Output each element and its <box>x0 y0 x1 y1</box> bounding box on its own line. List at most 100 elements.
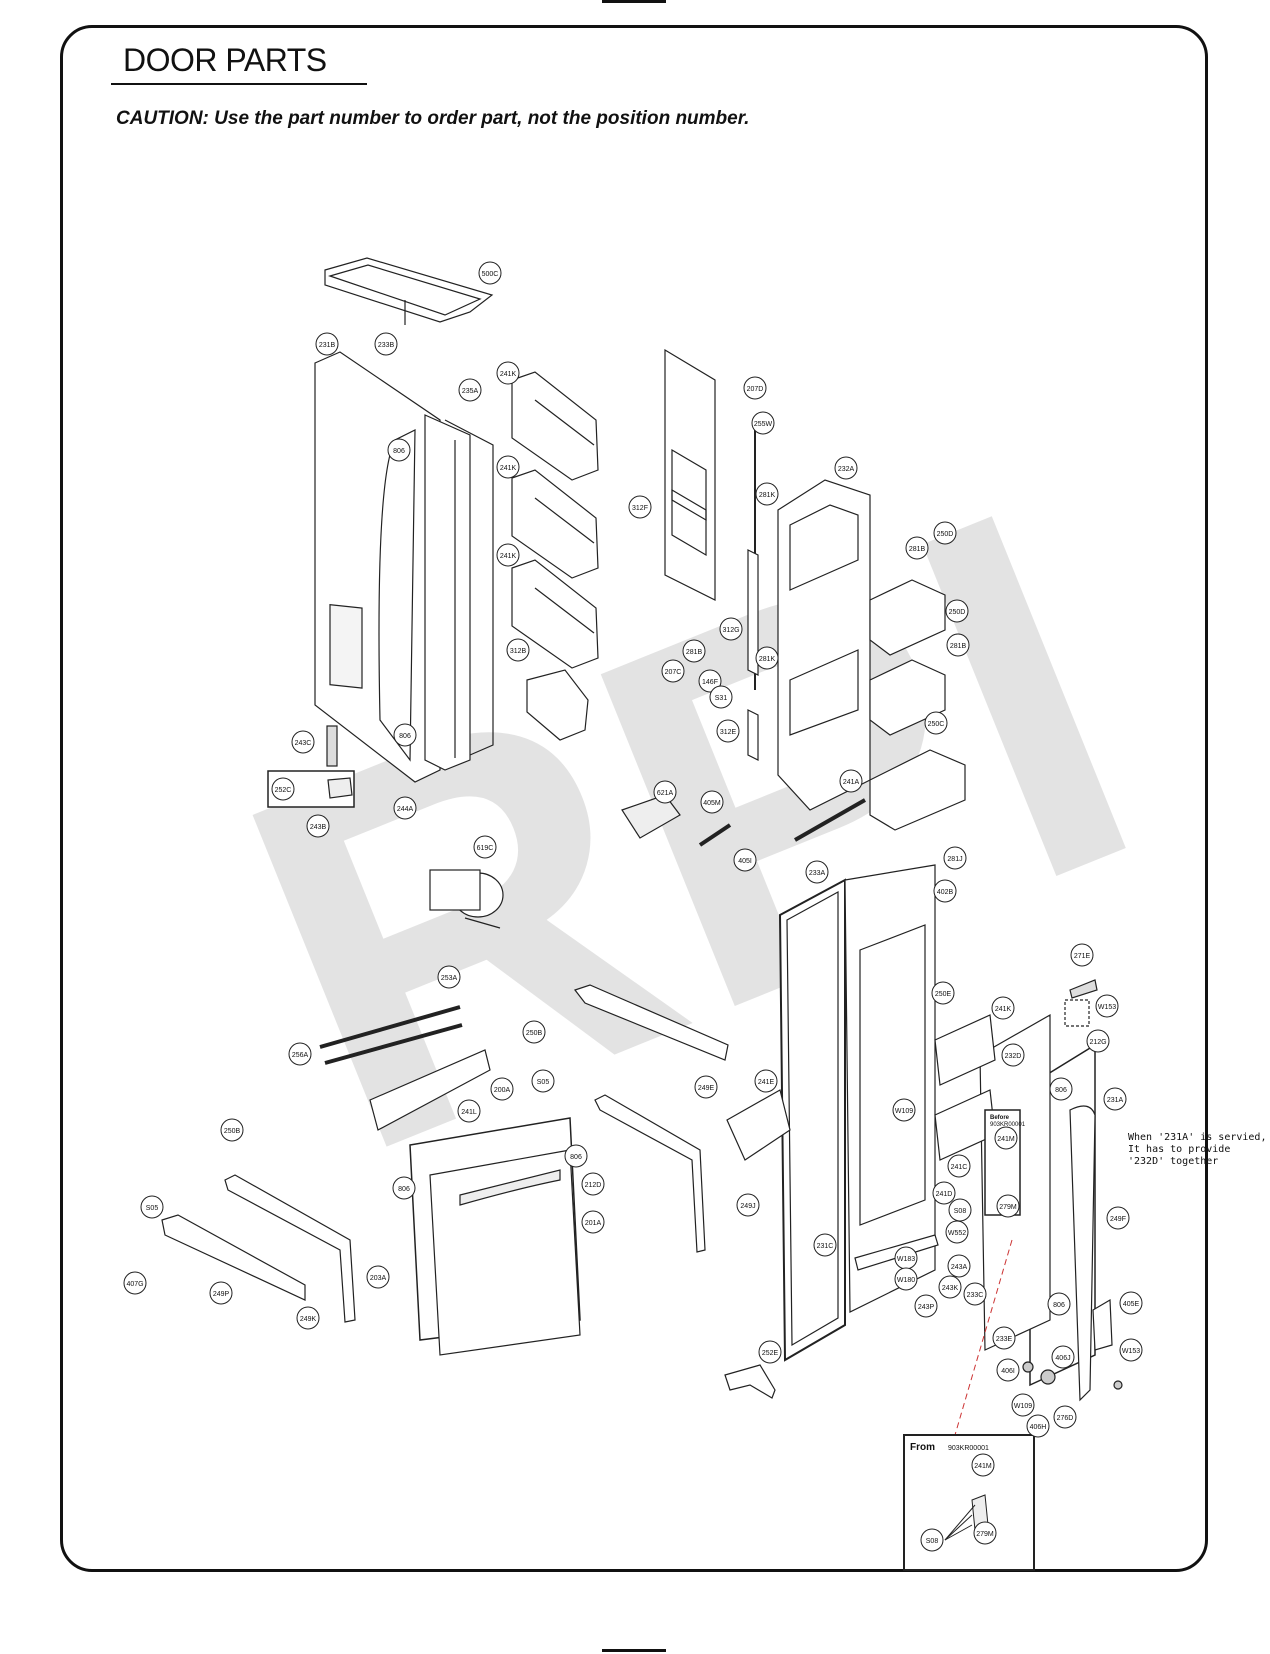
svg-text:243B: 243B <box>310 824 327 831</box>
part-243C <box>326 725 338 767</box>
svg-text:312E: 312E <box>720 729 737 736</box>
callout: 276D <box>1053 1405 1077 1429</box>
callout: 250B <box>220 1118 244 1142</box>
callout: 146F <box>698 669 722 693</box>
svg-text:241C: 241C <box>951 1164 968 1171</box>
callout: 241K <box>496 455 520 479</box>
callout: 241C <box>947 1154 971 1178</box>
part-249P-rail <box>161 1214 306 1301</box>
callout: 312F <box>628 495 652 519</box>
svg-text:279M: 279M <box>976 1531 994 1538</box>
callout: 281B <box>946 633 970 657</box>
svg-text:232A: 232A <box>838 466 855 473</box>
callout: W183 <box>894 1246 918 1270</box>
svg-text:402B: 402B <box>937 889 954 896</box>
svg-text:243K: 243K <box>942 1285 959 1292</box>
callout: 281B <box>905 536 929 560</box>
callout: W109 <box>892 1098 916 1122</box>
callout: W109 <box>1011 1393 1035 1417</box>
part-281J-door-frame <box>844 864 936 1313</box>
svg-text:241M: 241M <box>974 1463 992 1470</box>
from-inset-box <box>903 1434 1035 1571</box>
callout: 241K <box>496 543 520 567</box>
svg-text:405I: 405I <box>738 858 752 865</box>
svg-text:250D: 250D <box>949 609 966 616</box>
svg-text:281J: 281J <box>947 856 962 863</box>
callout: 241D <box>932 1181 956 1205</box>
callout: 405E <box>1119 1291 1143 1315</box>
callout: 500C <box>478 261 502 285</box>
part-312B-bracket <box>526 669 589 741</box>
callout: W180 <box>894 1267 918 1291</box>
svg-text:806: 806 <box>570 1154 582 1161</box>
part-252E-tool <box>724 1364 776 1399</box>
callout: 233C <box>963 1282 987 1306</box>
callout: 241M <box>971 1453 995 1477</box>
part-241E <box>726 1089 791 1161</box>
svg-text:231A: 231A <box>1107 1097 1124 1104</box>
svg-text:241D: 241D <box>936 1191 953 1198</box>
svg-text:243A: 243A <box>951 1264 968 1271</box>
callout: 249F <box>1106 1206 1130 1230</box>
callout: 279M <box>996 1194 1020 1218</box>
callout: 312G <box>719 617 743 641</box>
svg-text:406J: 406J <box>1055 1355 1070 1362</box>
svg-text:256A: 256A <box>292 1052 309 1059</box>
svg-text:232D: 232D <box>1005 1053 1022 1060</box>
before-inset-label: Before <box>990 1115 1010 1121</box>
svg-text:407G: 407G <box>126 1281 143 1288</box>
callout: 250D <box>945 599 969 623</box>
part-271E <box>1069 979 1098 999</box>
callout: 231C <box>813 1233 837 1257</box>
callout: S05 <box>140 1195 164 1219</box>
callout: 406H <box>1026 1414 1050 1438</box>
svg-text:250B: 250B <box>224 1128 241 1135</box>
svg-text:806: 806 <box>1053 1302 1065 1309</box>
callout: 241K <box>991 996 1015 1020</box>
svg-text:233E: 233E <box>996 1336 1013 1343</box>
callout: W552 <box>945 1220 969 1244</box>
callout: 200A <box>490 1077 514 1101</box>
callout: 405M <box>700 790 724 814</box>
callout: 806 <box>393 723 417 747</box>
svg-text:405E: 405E <box>1123 1301 1140 1308</box>
svg-text:207C: 207C <box>665 669 682 676</box>
svg-text:250B: 250B <box>526 1030 543 1037</box>
callout: 250E <box>931 981 955 1005</box>
callout: 249J <box>736 1193 760 1217</box>
svg-text:W180: W180 <box>897 1277 915 1284</box>
callout: 619C <box>473 835 497 859</box>
callout: 281K <box>755 646 779 670</box>
callout: 207D <box>743 376 767 400</box>
svg-text:241K: 241K <box>500 371 517 378</box>
part-249E-rail <box>574 984 729 1061</box>
svg-text:406H: 406H <box>1030 1424 1047 1431</box>
part-312E <box>747 709 759 761</box>
callout: 207C <box>661 659 685 683</box>
callout: 621A <box>653 780 677 804</box>
svg-text:271E: 271E <box>1074 953 1091 960</box>
part-241K-right-bins <box>934 1014 996 1086</box>
callout: 312E <box>716 719 740 743</box>
svg-text:200A: 200A <box>494 1087 511 1094</box>
title-underline <box>111 83 367 85</box>
from-inset-label: From <box>910 1442 935 1453</box>
part-249K-rail <box>224 1174 356 1323</box>
diagram-frame <box>60 25 1208 1572</box>
part-312F-panel <box>664 348 716 601</box>
svg-text:201A: 201A <box>585 1220 602 1227</box>
svg-text:806: 806 <box>393 448 405 455</box>
svg-text:250E: 250E <box>935 991 952 998</box>
svg-text:281B: 281B <box>686 649 703 656</box>
svg-text:281B: 281B <box>909 546 926 553</box>
svg-text:S05: S05 <box>537 1079 550 1086</box>
svg-text:S08: S08 <box>926 1538 939 1545</box>
callout: S08 <box>920 1528 944 1552</box>
svg-text:203A: 203A <box>370 1275 387 1282</box>
svg-text:212G: 212G <box>1089 1039 1106 1046</box>
callout: S08 <box>948 1198 972 1222</box>
callout: 806 <box>392 1176 416 1200</box>
svg-text:146F: 146F <box>702 679 718 686</box>
svg-text:405M: 405M <box>703 800 721 807</box>
